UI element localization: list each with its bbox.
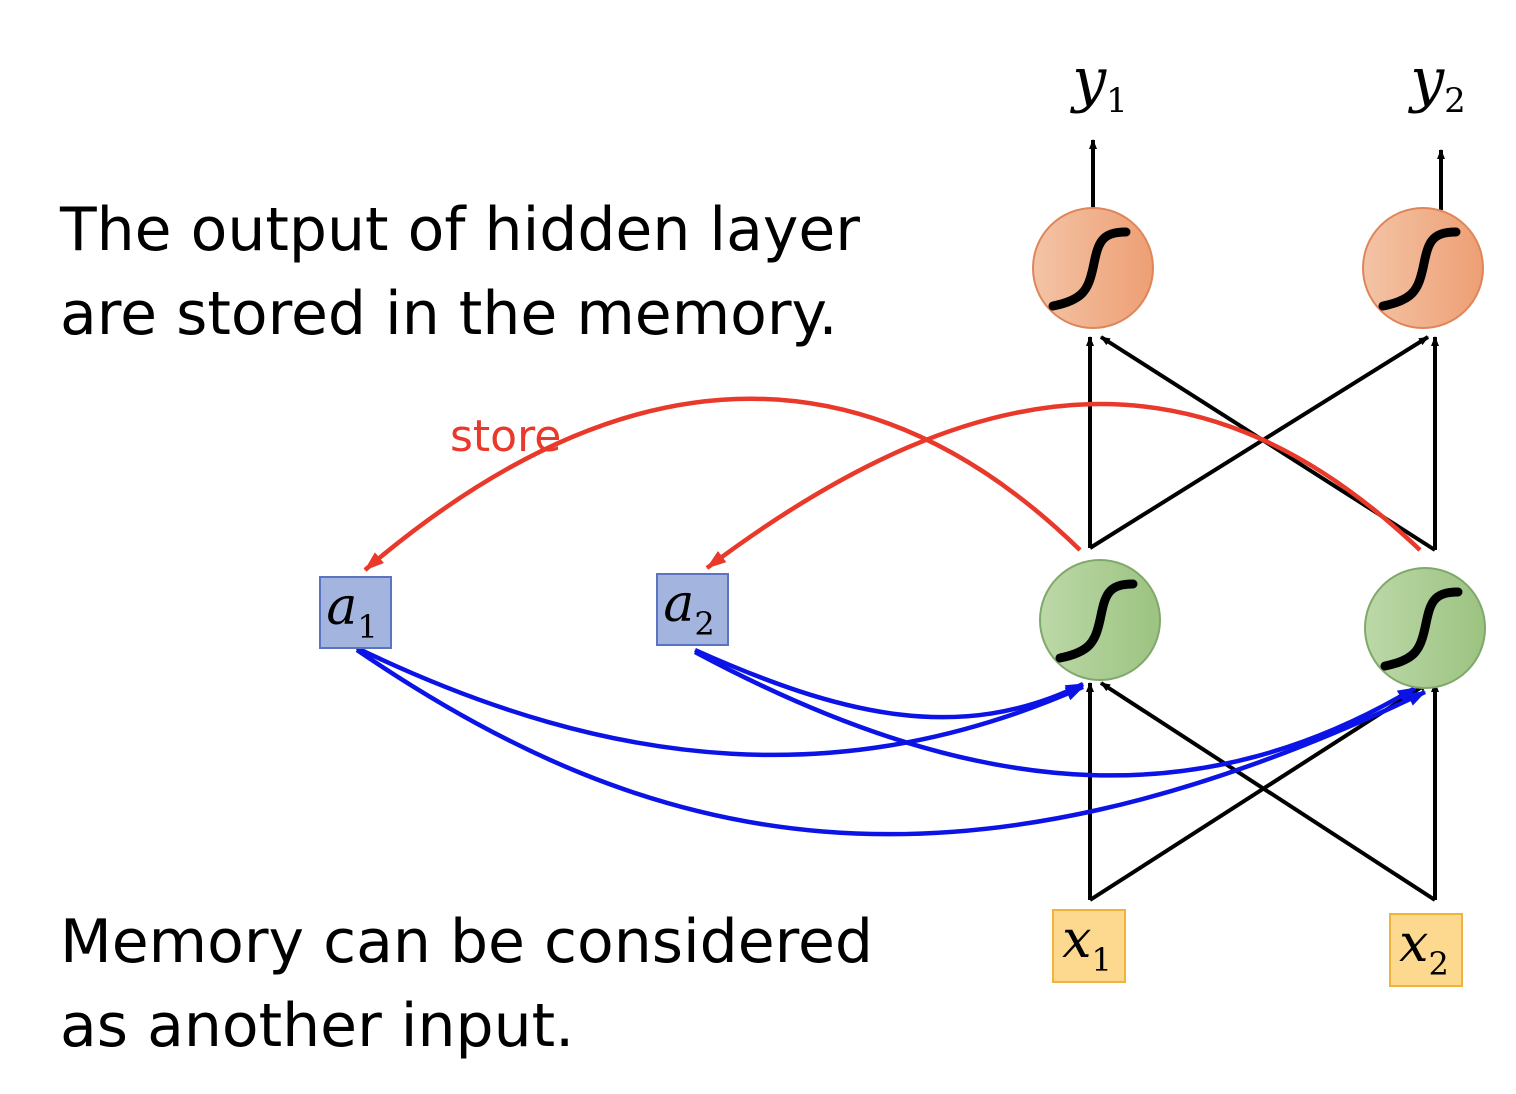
memory-a2-sub: 2 — [694, 605, 714, 643]
store-arrow-h2-a2 — [705, 401, 1422, 570]
input-cell-x1: x1 — [1052, 909, 1126, 983]
store-label: store — [450, 411, 561, 462]
sigmoid-curve-icon — [1055, 579, 1138, 663]
input-x1-letter: x — [1062, 910, 1091, 970]
svg-text:a2: a2 — [663, 574, 714, 643]
output-neuron-1 — [1032, 207, 1154, 329]
input-cell-x2: x2 — [1389, 913, 1463, 987]
bottom-caption-line-1: Memory can be considered — [60, 907, 874, 977]
output-y2-sub: 2 — [1444, 81, 1466, 121]
memory-a1-sub: 1 — [357, 608, 377, 646]
weight-x1-h2 — [1088, 681, 1430, 902]
memory-a2-letter: a — [663, 574, 694, 634]
store-arrow-h1-a1 — [363, 396, 1082, 572]
output-neuron-2 — [1362, 207, 1484, 329]
sigmoid-curve-icon — [1378, 227, 1461, 311]
sigmoid-curve-icon — [1048, 227, 1131, 311]
svg-text:a1: a1 — [326, 577, 377, 646]
input-x1-sub: 1 — [1091, 941, 1111, 979]
bottom-caption-line-2: as another input. — [60, 991, 575, 1061]
memory-arrow-a2-h1 — [694, 647, 1084, 720]
memory-cell-a1: a1 — [319, 576, 392, 649]
output-y1-sub: 1 — [1106, 81, 1128, 121]
output-label-y1: y1 — [1069, 45, 1128, 121]
input-x2-sub: 2 — [1428, 945, 1448, 983]
hidden-neuron-1 — [1039, 559, 1161, 681]
memory-a1-letter: a — [326, 577, 357, 637]
output-y2-letter: y — [1407, 45, 1445, 115]
output-label-y2: y2 — [1407, 45, 1466, 121]
sigmoid-curve-icon — [1380, 587, 1463, 671]
svg-text:x1: x1 — [1062, 910, 1112, 979]
top-caption-line-2: are stored in the memory. — [60, 279, 838, 349]
weight-h1-o2 — [1088, 335, 1430, 550]
top-caption: The output of hidden layer are stored in… — [60, 188, 860, 356]
hidden-neuron-2 — [1364, 567, 1486, 689]
output-y1-letter: y — [1069, 45, 1107, 115]
memory-arrow-a2-h2 — [693, 650, 1417, 778]
input-x2-letter: x — [1399, 914, 1428, 974]
memory-arrow-a1-h1 — [356, 645, 1084, 758]
weight-x2-h1 — [1099, 681, 1437, 902]
memory-arrow-a1-h2 — [355, 648, 1426, 837]
top-caption-line-1: The output of hidden layer — [60, 195, 860, 265]
memory-cell-a2: a2 — [656, 573, 729, 646]
bottom-caption: Memory can be considered as another inpu… — [60, 900, 873, 1068]
svg-text:x2: x2 — [1399, 914, 1449, 983]
